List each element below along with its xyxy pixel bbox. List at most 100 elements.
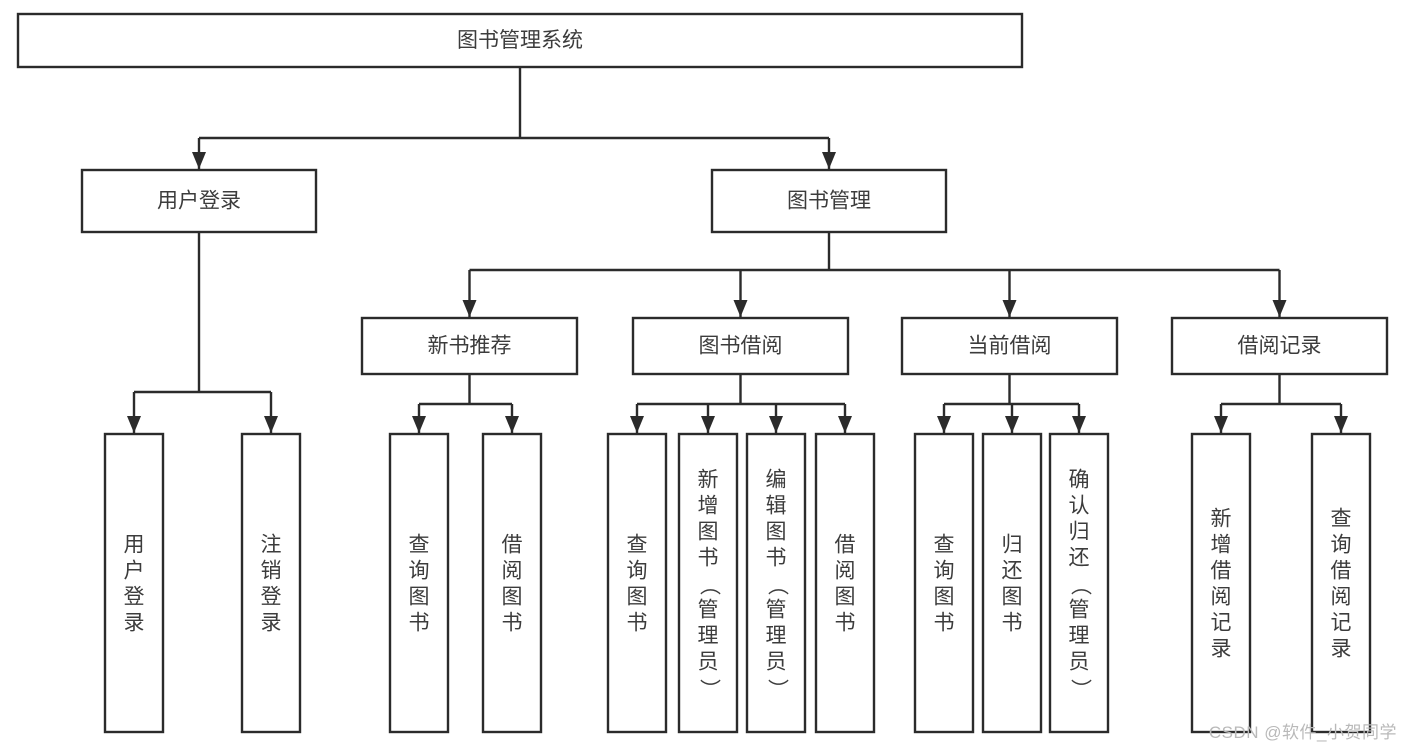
connector-group [412, 374, 519, 433]
node-box [1310, 432, 1372, 734]
node-label-char: 查 [627, 534, 648, 557]
node-label-char: 录 [261, 612, 282, 635]
node-label-char: 录 [1331, 638, 1352, 661]
node-label-char: 图 [627, 586, 648, 609]
node-label-char: 图 [766, 521, 787, 544]
node-level2-0[interactable]: 用户登录 [80, 168, 318, 234]
node-box [606, 432, 668, 734]
node-box [677, 432, 739, 734]
arrow-head-icon [264, 416, 278, 433]
node-label-char: 图 [835, 586, 856, 609]
node-label-char: 理 [766, 625, 787, 648]
node-label-char: 书 [502, 612, 523, 635]
node-box [240, 432, 302, 734]
node-leaf-0[interactable]: 用户登录 [103, 432, 165, 734]
node-label-char: 编 [766, 469, 787, 492]
arrow-head-icon [630, 416, 644, 433]
node-label-char: （ [1068, 575, 1091, 596]
node-label-char: 书 [766, 547, 787, 570]
node-box [745, 432, 807, 734]
node-label-char: 户 [124, 560, 145, 583]
node-label-char: 图 [502, 586, 523, 609]
node-label-char: 员 [766, 651, 787, 674]
connector-group [937, 374, 1086, 433]
node-label-char: ） [1068, 679, 1091, 700]
node-label-char: 辑 [766, 495, 787, 518]
connector-group [1214, 374, 1348, 433]
node-label-char: 借 [1331, 560, 1352, 583]
node-box [631, 316, 850, 376]
connector-group [630, 374, 852, 433]
arrow-head-icon [1072, 416, 1086, 433]
arrow-head-icon [127, 416, 141, 433]
node-box [16, 12, 1024, 69]
node-label-char: 图 [698, 521, 719, 544]
node-box [103, 432, 165, 734]
node-label-char: 用 [124, 534, 145, 557]
node-label: 用户登录 [157, 190, 241, 213]
node-label-char: 登 [261, 586, 282, 609]
node-label-char: 录 [124, 612, 145, 635]
node-label-char: 管 [1069, 599, 1090, 622]
node-label: 借阅记录 [1238, 335, 1322, 358]
node-label-char: ） [765, 679, 788, 700]
node-label-char: ） [697, 679, 720, 700]
connector-group [462, 232, 1287, 317]
node-label-char: 询 [1331, 534, 1352, 557]
arrow-head-icon [462, 300, 477, 317]
node-level3-1[interactable]: 图书借阅 [631, 316, 850, 376]
connector-group [127, 232, 278, 433]
node-level3-3[interactable]: 借阅记录 [1170, 316, 1389, 376]
node-label-char: 借 [1211, 560, 1232, 583]
node-label-char: 询 [627, 560, 648, 583]
node-label-char: 询 [409, 560, 430, 583]
node-label-char: 增 [698, 495, 719, 518]
node-label-char: 书 [698, 547, 719, 570]
node-box [913, 432, 975, 734]
arrow-head-icon [838, 416, 852, 433]
node-label-char: 认 [1069, 495, 1090, 518]
node-level3-0[interactable]: 新书推荐 [360, 316, 579, 376]
node-box [1170, 316, 1389, 376]
arrow-head-icon [937, 416, 951, 433]
node-label-char: 阅 [1331, 586, 1352, 609]
node-label: 新书推荐 [428, 335, 512, 358]
node-label-char: 理 [698, 625, 719, 648]
node-label-char: 注 [261, 534, 282, 557]
edges-layer [127, 67, 1348, 433]
node-root-0[interactable]: 图书管理系统 [16, 12, 1024, 69]
arrow-head-icon [822, 152, 836, 169]
node-box [80, 168, 318, 234]
node-level3-2[interactable]: 当前借阅 [900, 316, 1119, 376]
node-label-char: 登 [124, 586, 145, 609]
node-label-char: 书 [934, 612, 955, 635]
node-label-char: （ [765, 575, 788, 596]
arrow-head-icon [192, 152, 206, 169]
arrow-head-icon [769, 416, 783, 433]
node-label-char: 新 [698, 469, 719, 492]
node-label-char: 管 [766, 599, 787, 622]
node-box [1190, 432, 1252, 734]
arrow-head-icon [505, 416, 519, 433]
node-label-char: 查 [1331, 508, 1352, 531]
arrow-head-icon [733, 300, 748, 317]
node-label-char: 销 [261, 560, 282, 583]
node-level2-1[interactable]: 图书管理 [710, 168, 948, 234]
node-label: 图书借阅 [699, 335, 783, 358]
node-label-char: 书 [1002, 612, 1023, 635]
node-label-char: （ [697, 575, 720, 596]
